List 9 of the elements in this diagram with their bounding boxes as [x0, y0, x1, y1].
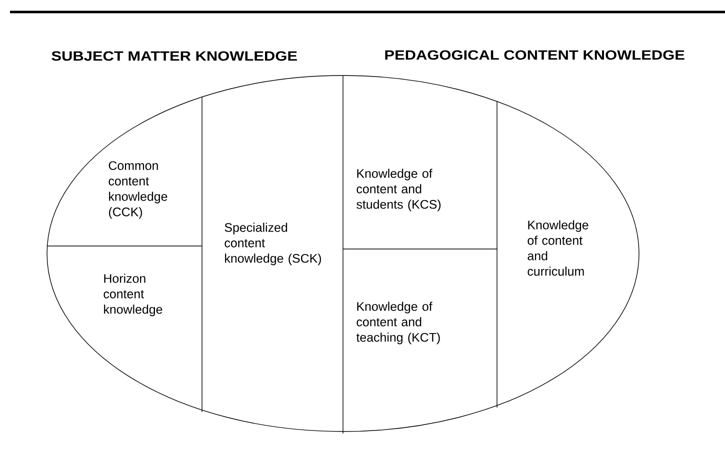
heading: PEDAGOGICAL CONTENT KNOWLEDGE — [385, 50, 684, 60]
region-label: Horizon content knowledge — [104, 274, 162, 316]
region-label: Common content knowledge (CCK) — [108, 161, 168, 219]
region-label: Knowledge of content and students (KCS) — [356, 168, 441, 212]
heading: SUBJECT MATTER KNOWLEDGE — [52, 51, 297, 61]
region-label: Knowledge of content and teaching (KCT) — [356, 302, 440, 344]
region-label: Knowledge of content and curriculum — [528, 220, 588, 276]
ellipse-diagram — [46, 75, 640, 434]
region-label: Specialized content knowledge (SCK) — [224, 222, 321, 266]
